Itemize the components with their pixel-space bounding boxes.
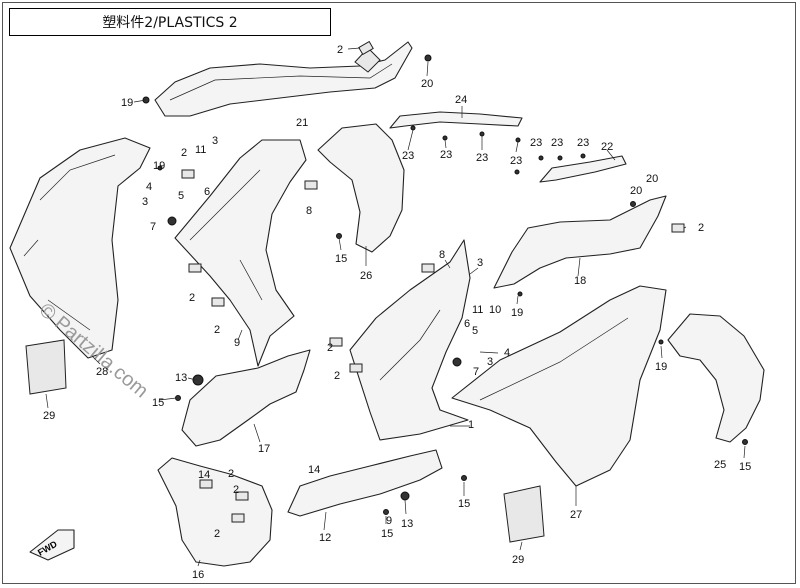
callout-9: 9 xyxy=(234,337,240,349)
fwd-arrow-icon: FWD xyxy=(29,529,75,561)
callout-16: 16 xyxy=(192,569,204,581)
callout-2: 2 xyxy=(214,324,220,336)
callout-4: 4 xyxy=(146,181,152,193)
callout-6: 6 xyxy=(204,186,210,198)
part-24-trim-strip xyxy=(389,111,523,129)
part-17-lower-front-cover xyxy=(181,349,311,447)
part-16-front-guard xyxy=(157,457,273,567)
callout-2: 2 xyxy=(334,370,340,382)
callout-3: 3 xyxy=(212,135,218,147)
callout-5: 5 xyxy=(472,325,478,337)
callout-15: 15 xyxy=(335,253,347,265)
callout-14: 14 xyxy=(198,469,210,481)
callout-25: 25 xyxy=(714,459,726,471)
leader-lines xyxy=(45,47,746,567)
callout-13: 13 xyxy=(175,372,187,384)
callout-23: 23 xyxy=(530,137,542,149)
callout-20: 20 xyxy=(646,173,658,185)
callout-23: 23 xyxy=(551,137,563,149)
callout-2: 2 xyxy=(337,44,343,56)
callout-20: 20 xyxy=(421,78,433,90)
callout-26: 26 xyxy=(360,270,372,282)
callout-6: 6 xyxy=(464,318,470,330)
callout-29: 29 xyxy=(43,410,55,422)
callout-1: 1 xyxy=(468,419,474,431)
callout-5: 5 xyxy=(178,190,184,202)
callout-2: 2 xyxy=(228,468,234,480)
callout-labels: 2 20 19 21 24 3 2 11 19 4 5 6 3 7 8 23 2… xyxy=(43,44,751,581)
callout-17: 17 xyxy=(258,443,270,455)
callout-15: 15 xyxy=(381,528,393,540)
callout-10: 10 xyxy=(489,304,501,316)
callout-2: 2 xyxy=(233,484,239,496)
part-22-bracket xyxy=(539,155,627,183)
callout-8: 8 xyxy=(306,205,312,217)
part-1-center-lower-cover xyxy=(349,239,471,441)
callout-12: 12 xyxy=(319,532,331,544)
clip-hardware xyxy=(181,40,685,523)
callout-29: 29 xyxy=(512,554,524,566)
callout-23: 23 xyxy=(440,149,452,161)
callout-15: 15 xyxy=(739,461,751,473)
callout-21: 21 xyxy=(296,117,308,129)
callout-4: 4 xyxy=(504,347,510,359)
part-26-center-cover xyxy=(317,123,405,253)
part-9-side-cover xyxy=(174,139,307,367)
callout-24: 24 xyxy=(455,94,467,106)
callout-11: 11 xyxy=(195,144,206,156)
part-28-front-fender xyxy=(9,137,151,359)
callout-3: 3 xyxy=(142,196,148,208)
callout-13: 13 xyxy=(401,518,413,530)
part-21-upper-rail xyxy=(154,41,413,117)
callout-22: 22 xyxy=(601,141,613,153)
callout-2: 2 xyxy=(214,528,220,540)
callout-15: 15 xyxy=(152,397,164,409)
callout-23: 23 xyxy=(510,155,522,167)
callout-2: 2 xyxy=(181,147,187,159)
diagram-title: 塑料件2/PLASTICS 2 xyxy=(9,8,331,36)
callout-15: 15 xyxy=(458,498,470,510)
callout-28: 28 xyxy=(96,366,108,378)
callout-23: 23 xyxy=(577,137,589,149)
callout-19: 19 xyxy=(511,307,523,319)
callout-9: 9 xyxy=(386,515,392,527)
callout-23: 23 xyxy=(476,152,488,164)
callout-7: 7 xyxy=(150,221,156,233)
part-18-rear-upper-panel xyxy=(493,195,667,289)
callout-23: 23 xyxy=(402,150,414,162)
callout-2: 2 xyxy=(189,292,195,304)
callout-8: 8 xyxy=(439,249,445,261)
part-25-rear-fender xyxy=(667,313,765,443)
hardware-fasteners xyxy=(142,54,748,515)
callout-27: 27 xyxy=(570,509,582,521)
callout-3: 3 xyxy=(477,257,483,269)
callout-14: 14 xyxy=(308,464,320,476)
callout-2: 2 xyxy=(698,222,704,234)
callout-11: 11 xyxy=(472,304,483,316)
part-27-rear-side-panel xyxy=(451,285,667,487)
callout-3: 3 xyxy=(487,356,493,368)
callout-19: 19 xyxy=(655,361,667,373)
callout-7: 7 xyxy=(473,366,479,378)
callout-2: 2 xyxy=(327,342,333,354)
callout-19: 19 xyxy=(153,160,165,172)
callout-20: 20 xyxy=(630,185,642,197)
part-29-decals xyxy=(25,339,545,543)
callout-18: 18 xyxy=(574,275,586,287)
callout-19: 19 xyxy=(121,97,133,109)
part-12-step-panel xyxy=(287,449,443,517)
